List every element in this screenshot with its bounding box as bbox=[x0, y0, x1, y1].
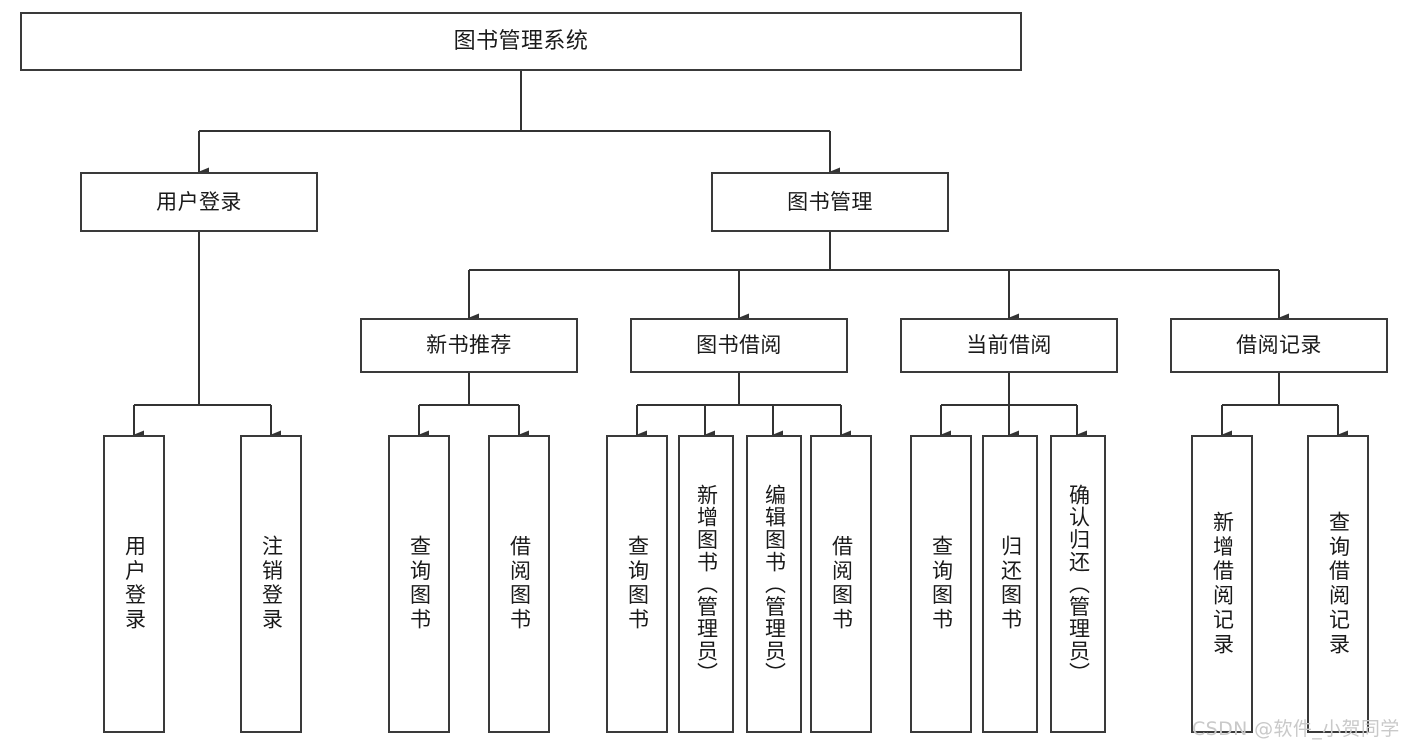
node-leaf-return-book-label: 归还图书 bbox=[998, 535, 1023, 633]
node-leaf-query-book-2-label: 查询图书 bbox=[625, 535, 650, 633]
node-leaf-add-record[interactable]: 新增借阅记录 bbox=[1191, 435, 1253, 733]
node-book-management-label: 图书管理 bbox=[787, 189, 873, 214]
node-leaf-edit-book-label: 编辑图书（管理员） bbox=[762, 483, 787, 685]
node-new-book-recommend-label: 新书推荐 bbox=[426, 333, 512, 358]
node-user-login[interactable]: 用户登录 bbox=[80, 172, 318, 232]
node-leaf-query-book-1-label: 查询图书 bbox=[407, 535, 432, 633]
node-root-label: 图书管理系统 bbox=[453, 28, 589, 54]
node-leaf-borrow-book-2[interactable]: 借阅图书 bbox=[810, 435, 872, 733]
node-current-borrow[interactable]: 当前借阅 bbox=[900, 318, 1118, 373]
node-leaf-borrow-book-2-label: 借阅图书 bbox=[829, 535, 854, 633]
node-leaf-query-book-3-label: 查询图书 bbox=[929, 535, 954, 633]
node-book-management[interactable]: 图书管理 bbox=[711, 172, 949, 232]
node-leaf-query-book-3[interactable]: 查询图书 bbox=[910, 435, 972, 733]
node-book-borrow-label: 图书借阅 bbox=[696, 333, 782, 358]
node-leaf-borrow-book-1-label: 借阅图书 bbox=[507, 535, 532, 633]
node-leaf-query-record[interactable]: 查询借阅记录 bbox=[1307, 435, 1369, 733]
node-user-login-label: 用户登录 bbox=[156, 189, 242, 214]
node-leaf-logout[interactable]: 注销登录 bbox=[240, 435, 302, 733]
node-new-book-recommend[interactable]: 新书推荐 bbox=[360, 318, 578, 373]
node-current-borrow-label: 当前借阅 bbox=[966, 333, 1052, 358]
node-root-book-management-system[interactable]: 图书管理系统 bbox=[20, 12, 1022, 71]
node-leaf-edit-book[interactable]: 编辑图书（管理员） bbox=[746, 435, 802, 733]
node-leaf-user-login[interactable]: 用户登录 bbox=[103, 435, 165, 733]
node-leaf-add-record-label: 新增借阅记录 bbox=[1210, 510, 1235, 658]
node-leaf-logout-label: 注销登录 bbox=[259, 535, 284, 633]
node-leaf-confirm-return[interactable]: 确认归还（管理员） bbox=[1050, 435, 1106, 733]
node-leaf-borrow-book-1[interactable]: 借阅图书 bbox=[488, 435, 550, 733]
node-leaf-user-login-label: 用户登录 bbox=[122, 535, 147, 633]
node-book-borrow[interactable]: 图书借阅 bbox=[630, 318, 848, 373]
node-leaf-query-book-2[interactable]: 查询图书 bbox=[606, 435, 668, 733]
node-leaf-add-book[interactable]: 新增图书（管理员） bbox=[678, 435, 734, 733]
node-leaf-query-book-1[interactable]: 查询图书 bbox=[388, 435, 450, 733]
csdn-watermark: CSDN @软件_小贺同学 bbox=[1192, 718, 1400, 740]
node-leaf-confirm-return-label: 确认归还（管理员） bbox=[1066, 483, 1091, 685]
node-leaf-add-book-label: 新增图书（管理员） bbox=[694, 483, 719, 685]
node-borrow-record-label: 借阅记录 bbox=[1236, 333, 1322, 358]
node-leaf-return-book[interactable]: 归还图书 bbox=[982, 435, 1038, 733]
node-borrow-record[interactable]: 借阅记录 bbox=[1170, 318, 1388, 373]
node-leaf-query-record-label: 查询借阅记录 bbox=[1326, 510, 1351, 658]
